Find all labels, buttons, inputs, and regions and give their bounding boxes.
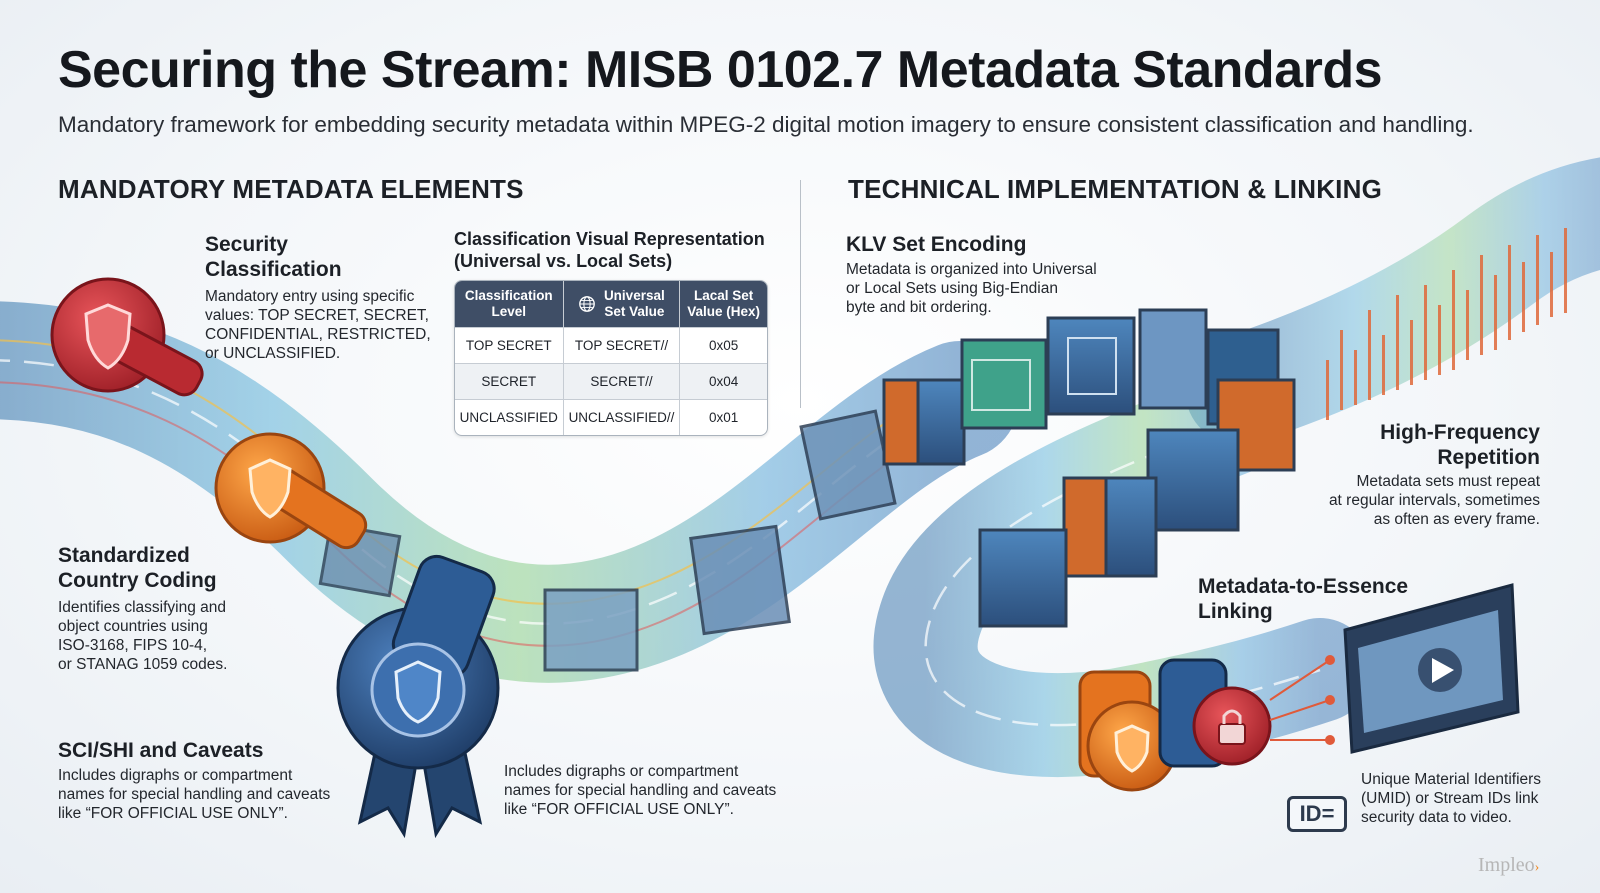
- high-frequency-title: High-Frequency Repetition: [1380, 421, 1540, 469]
- high-frequency-text: Metadata sets must repeat at regular int…: [1328, 473, 1540, 528]
- video-player-icon: [1343, 583, 1520, 754]
- id-icon: ID=: [1287, 796, 1347, 832]
- red-seal: [50, 277, 204, 397]
- orange-seal: [214, 432, 368, 550]
- classification-table-title: Classification Visual Representation (Un…: [454, 229, 765, 271]
- section-heading-mandatory: MANDATORY METADATA ELEMENTS: [58, 174, 524, 204]
- table-row: TOP SECRET TOP SECRET// 0x05: [455, 327, 767, 364]
- globe-icon: [579, 296, 596, 312]
- link-lines: [1269, 655, 1335, 745]
- table-row: SECRET SECRET// 0x04: [455, 363, 767, 400]
- table-row: UNCLASSIFIED UNCLASSIFIED// 0x01: [455, 399, 767, 435]
- essence-linking-text: Unique Material Identifiers (UMID) or St…: [1361, 771, 1542, 826]
- klv-cubes: [882, 308, 1296, 628]
- sci-caveats-title: SCI/SHI and Caveats: [58, 739, 264, 762]
- blue-seal: [336, 554, 500, 839]
- essence-linking-title: Metadata-to-Essence Linking: [1198, 575, 1409, 623]
- brand-logo: Impleo›: [1478, 854, 1540, 876]
- red-seal-2: [1192, 686, 1272, 766]
- frequency-bars: [1326, 228, 1567, 420]
- klv-encoding-text: Metadata is organized into Universal or …: [846, 261, 1097, 316]
- caveats-note-text: Includes digraphs or compartment names f…: [504, 763, 777, 818]
- page-subtitle: Mandatory framework for embedding securi…: [58, 112, 1474, 137]
- country-coding-text: Identifies classifying and object countr…: [58, 599, 228, 673]
- section-divider: [800, 180, 801, 408]
- country-coding-title: Standardized Country Coding: [58, 544, 217, 592]
- page-title: Securing the Stream: MISB 0102.7 Metadat…: [58, 41, 1383, 99]
- security-classification-title: Security Classification: [205, 233, 342, 281]
- orange-seal-2: [1078, 670, 1178, 792]
- section-heading-technical: TECHNICAL IMPLEMENTATION & LINKING: [848, 174, 1382, 204]
- klv-encoding-title: KLV Set Encoding: [846, 233, 1027, 256]
- video-frames: [318, 409, 897, 672]
- security-classification-text: Mandatory entry using specific values: T…: [205, 288, 431, 362]
- sci-caveats-text: Includes digraphs or compartment names f…: [58, 767, 331, 822]
